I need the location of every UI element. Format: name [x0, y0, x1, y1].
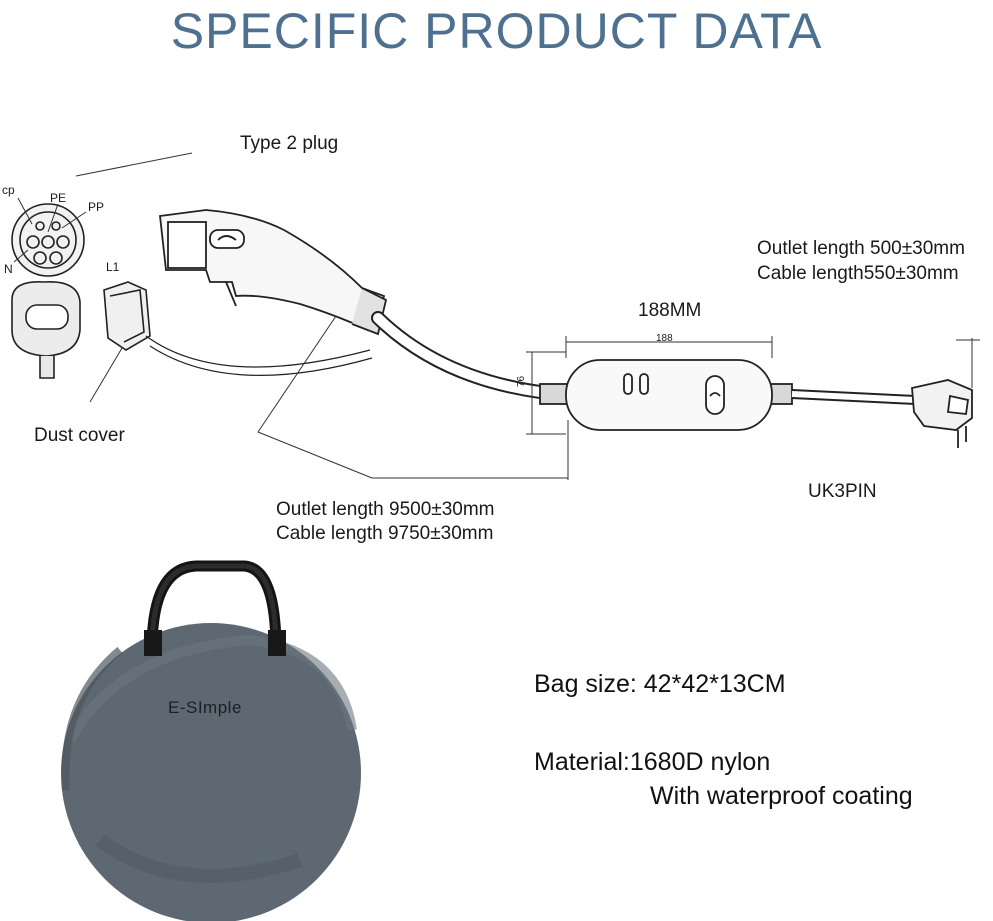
outlet-short-line2: Cable length550±30mm: [757, 263, 959, 284]
bag-material-text: Material:1680D nylon: [534, 748, 771, 776]
box-dim-height: 76: [516, 375, 528, 388]
pin-label-pp: PP: [88, 200, 105, 214]
bag-size-text: Bag size: 42*42*13CM: [534, 670, 786, 698]
pin-label-cp: cp: [2, 183, 15, 197]
control-box-icon: [539, 359, 793, 431]
box-width-label: 188MM: [638, 300, 702, 321]
bag-icon: [61, 560, 361, 921]
pin-label-n: N: [4, 262, 13, 276]
box-dimension-lines: [526, 336, 980, 435]
bag-coating-text: With waterproof coating: [650, 782, 913, 810]
box-dim-width: 188: [656, 333, 673, 344]
outlet-short-line1: Outlet length 500±30mm: [757, 238, 965, 259]
uk-plug-label: UK3PIN: [808, 481, 877, 502]
type2-connector-icon: [159, 209, 388, 336]
uk-plug-icon: [911, 379, 973, 448]
outlet-long-line2: Cable length 9750±30mm: [276, 523, 494, 544]
dust-cover-icon: [11, 281, 151, 379]
type2-socket-face-icon: [11, 203, 85, 277]
bag-brand-logo: E-SImple: [168, 698, 242, 717]
pin-label-l1: L1: [106, 260, 120, 274]
dust-cover-label: Dust cover: [34, 425, 125, 446]
page-title: SPECIFIC PRODUCT DATA: [170, 3, 823, 59]
outlet-long-line1: Outlet length 9500±30mm: [276, 499, 495, 520]
type2-plug-label: Type 2 plug: [240, 133, 339, 154]
pin-label-pe: PE: [50, 191, 67, 205]
type2-leader-line: [75, 152, 193, 177]
